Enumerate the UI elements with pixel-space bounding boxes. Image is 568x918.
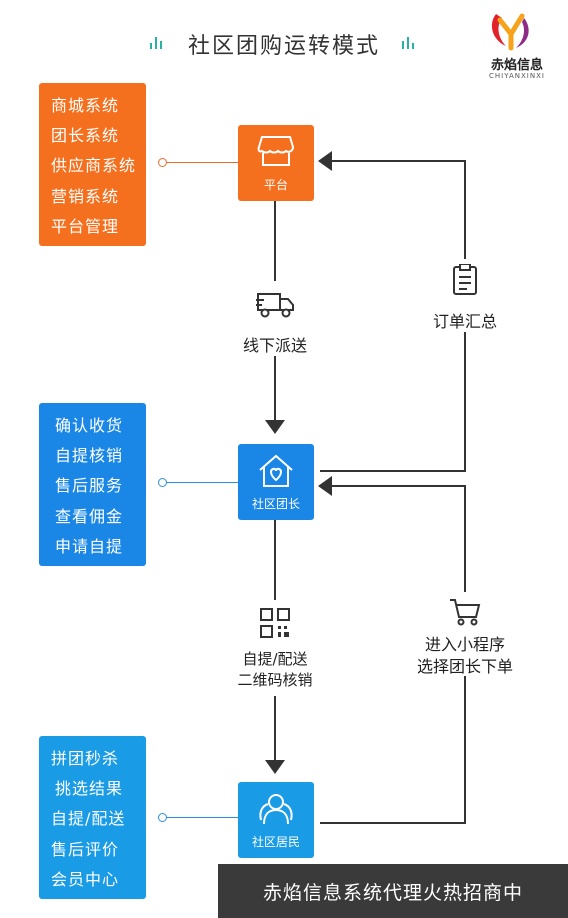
arrow-down-icon xyxy=(265,760,285,774)
logo-subtitle: CHIYANXINXI xyxy=(489,72,545,80)
platform-connector-line xyxy=(167,162,238,163)
platform-connector-dot xyxy=(158,158,167,167)
flow-label-pickup-line1: 自提/配送 xyxy=(242,650,308,668)
leader-connector-dot xyxy=(158,478,167,487)
resident-item: 售后评价 xyxy=(51,839,120,859)
logo-mark-icon xyxy=(491,13,529,51)
flow-label-miniprogram-line2: 选择团长下单 xyxy=(416,657,513,676)
resident-panel: 拼团秒杀 挑选结果 自提/配送 售后评价 会员中心 xyxy=(39,736,146,899)
flow-line-summary-right-upper xyxy=(464,161,466,259)
leader-node-label: 社区团长 xyxy=(251,497,300,511)
resident-item: 自提/配送 xyxy=(51,809,126,829)
page-title: 社区团购运转模式 xyxy=(187,34,380,59)
flow-line-order-right-lower xyxy=(464,676,466,824)
leader-item: 售后服务 xyxy=(55,476,124,496)
flow-label-delivery: 线下派送 xyxy=(242,336,307,355)
promo-banner: 赤焰信息系统代理火热招商中 xyxy=(218,864,568,918)
resident-item: 拼团秒杀 xyxy=(51,749,120,769)
flow-line-pickup-bottom xyxy=(274,696,276,760)
leader-item: 查看佣金 xyxy=(55,506,124,526)
resident-connector-line xyxy=(167,817,238,818)
clipboard-icon xyxy=(453,264,477,295)
arrow-down-icon xyxy=(265,420,285,434)
platform-item: 平台管理 xyxy=(51,216,120,236)
resident-item: 挑选结果 xyxy=(55,779,124,799)
title-deco-right xyxy=(402,37,416,49)
flow-label-order-summary: 订单汇总 xyxy=(432,312,497,331)
flow-label-pickup-line2: 二维码核销 xyxy=(237,671,313,689)
flow-label-miniprogram-line1: 进入小程序 xyxy=(424,635,505,654)
arrow-left-icon xyxy=(318,476,332,496)
flow-line-order-bottom xyxy=(320,822,466,824)
platform-item: 供应商系统 xyxy=(51,156,137,176)
leader-connector-line xyxy=(167,482,238,483)
platform-node-label: 平台 xyxy=(263,178,288,192)
platform-node: 平台 xyxy=(238,125,314,201)
flow-line-delivery-bottom xyxy=(274,356,276,420)
flow-line-summary-bottom xyxy=(320,470,466,472)
truck-icon xyxy=(256,293,294,318)
leader-node: 社区团长 xyxy=(238,444,314,520)
shopping-cart-icon xyxy=(450,599,481,626)
platform-item: 团长系统 xyxy=(51,126,120,146)
store-icon xyxy=(257,136,295,166)
people-icon xyxy=(259,794,293,825)
home-heart-icon xyxy=(259,454,293,487)
brand-logo xyxy=(486,10,536,54)
resident-item: 会员中心 xyxy=(51,869,120,889)
flow-line-pickup-top xyxy=(274,520,276,600)
leader-item: 确认收货 xyxy=(55,416,124,436)
logo-name: 赤焰信息 xyxy=(490,58,543,73)
qrcode-icon xyxy=(260,608,290,638)
leader-item: 申请自提 xyxy=(55,536,124,556)
title-deco-left xyxy=(150,37,164,49)
resident-node: 社区居民 xyxy=(238,782,314,858)
arrow-left-icon xyxy=(318,151,332,171)
flow-line-order-top xyxy=(330,485,466,487)
platform-item: 营销系统 xyxy=(51,186,120,206)
leader-item: 自提核销 xyxy=(55,446,124,466)
resident-connector-dot xyxy=(158,813,167,822)
flow-line-summary-right-lower xyxy=(464,332,466,472)
flow-line-summary-top xyxy=(330,160,466,162)
flow-line-delivery-top xyxy=(274,201,276,281)
platform-item: 商城系统 xyxy=(51,96,120,116)
flow-line-order-right-upper xyxy=(464,486,466,592)
resident-node-label: 社区居民 xyxy=(251,835,300,849)
platform-panel: 商城系统 团长系统 供应商系统 营销系统 平台管理 xyxy=(39,83,146,246)
leader-panel: 确认收货 自提核销 售后服务 查看佣金 申请自提 xyxy=(39,403,146,566)
